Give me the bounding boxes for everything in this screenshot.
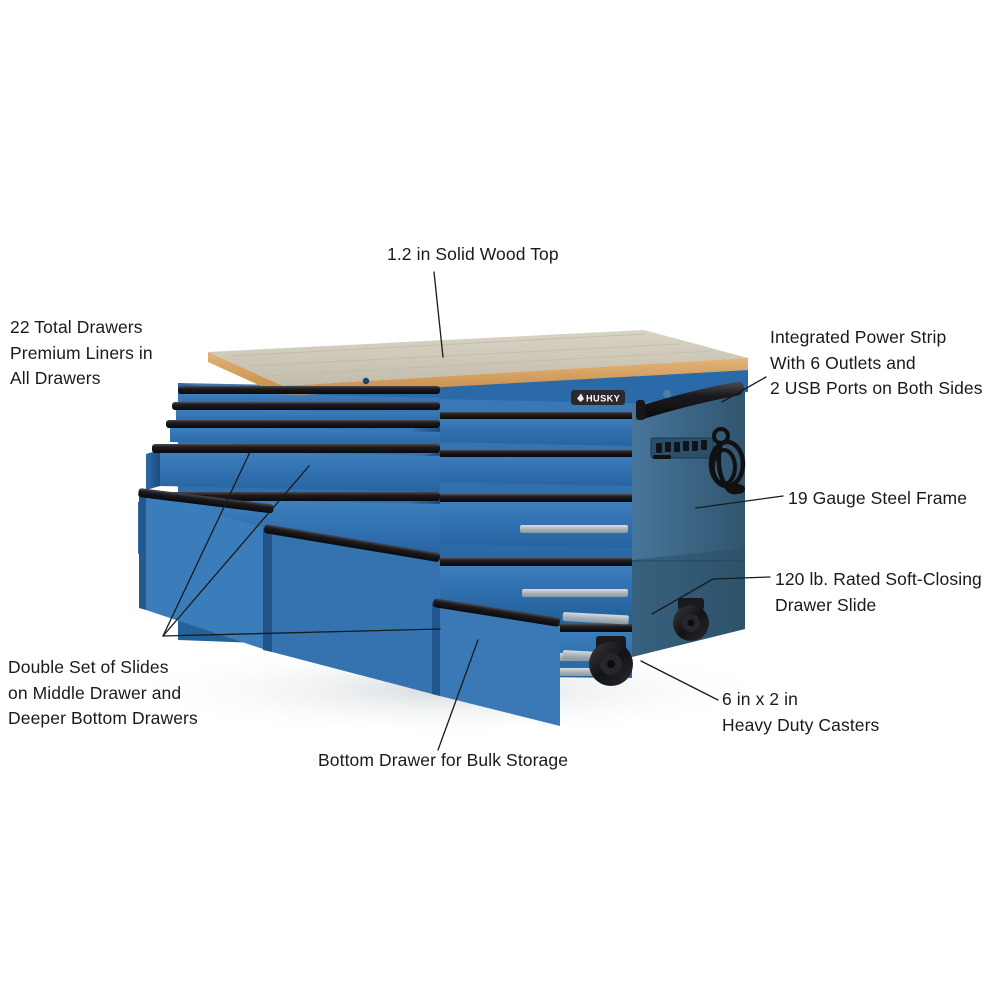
open-drawer bbox=[146, 444, 440, 492]
wood-top-grain-2 bbox=[249, 343, 681, 367]
power-cord bbox=[708, 427, 746, 495]
callout-wood-top: 1.2 in Solid Wood Top bbox=[387, 244, 559, 264]
side-handle bbox=[636, 381, 744, 420]
callout-drawer-slide: 120 lb. Rated Soft-Closing Drawer Slide bbox=[775, 569, 982, 615]
wood-top-surface bbox=[208, 330, 748, 386]
callout-bottom-drawer: Bottom Drawer for Bulk Storage bbox=[318, 750, 569, 770]
caster-front bbox=[589, 636, 633, 686]
callout-total-drawers: 22 Total Drawers Premium Liners in All D… bbox=[10, 317, 153, 388]
power-strip bbox=[650, 437, 714, 459]
callout-double-slides: Double Set of Slides on Middle Drawer an… bbox=[8, 657, 198, 728]
open-drawer bbox=[408, 494, 632, 552]
drawer-slide bbox=[522, 589, 628, 597]
callout-steel-frame: 19 Gauge Steel Frame bbox=[788, 488, 968, 508]
husky-logo-badge: HUSKY bbox=[571, 390, 625, 405]
drawer-slide bbox=[520, 525, 628, 533]
drawer-slide bbox=[562, 612, 629, 625]
svg-text:HUSKY: HUSKY bbox=[586, 394, 620, 404]
usb-ports bbox=[653, 455, 671, 459]
open-drawer bbox=[166, 420, 440, 448]
top-rail-screw bbox=[362, 377, 370, 385]
wood-top-grain-3 bbox=[267, 350, 713, 377]
side-badge bbox=[663, 390, 671, 398]
wood-top-edge-front bbox=[208, 352, 283, 396]
caster-rear bbox=[673, 598, 709, 641]
callout-power-strip: Integrated Power Strip With 6 Outlets an… bbox=[770, 327, 983, 398]
side-panel-seam bbox=[632, 560, 745, 562]
callout-casters: 6 in x 2 in Heavy Duty Casters bbox=[722, 689, 880, 735]
